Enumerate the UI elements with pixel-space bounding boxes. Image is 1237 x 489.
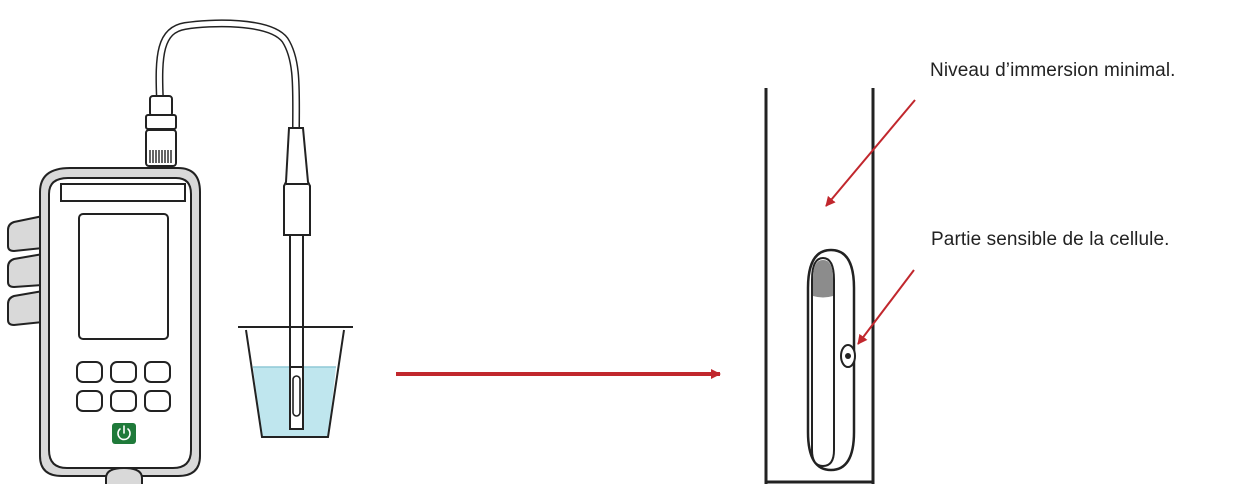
meter-label-band bbox=[60, 183, 186, 202]
sensing-pointer bbox=[857, 269, 915, 345]
zoomed-probe bbox=[764, 88, 875, 484]
beaker-outline bbox=[245, 329, 345, 438]
conductivity-probe bbox=[283, 127, 311, 430]
immersion-level-label: Niveau d’immersion minimal. bbox=[930, 60, 1176, 81]
sensitive-part-label: Partie sensible de la cellule. bbox=[931, 229, 1170, 250]
beaker bbox=[238, 326, 353, 438]
immersion-pointer bbox=[825, 99, 916, 207]
side-grip-bottom bbox=[7, 289, 44, 327]
keypad-button[interactable] bbox=[76, 390, 103, 412]
keypad-button[interactable] bbox=[144, 361, 171, 383]
power-icon bbox=[117, 425, 131, 441]
probe-handle bbox=[283, 127, 311, 236]
meter-display bbox=[78, 213, 169, 340]
electrode-tip bbox=[813, 260, 833, 298]
sensing-point bbox=[840, 344, 856, 368]
side-grip-top bbox=[7, 214, 44, 253]
side-grip-middle bbox=[7, 252, 44, 289]
electrode-bar bbox=[811, 256, 835, 468]
keypad-button[interactable] bbox=[76, 361, 103, 383]
bottom-connector bbox=[105, 466, 143, 484]
meter-device bbox=[7, 95, 201, 484]
keypad-button[interactable] bbox=[110, 361, 137, 383]
keypad-button[interactable] bbox=[110, 390, 137, 412]
keypad-button[interactable] bbox=[144, 390, 171, 412]
keypad bbox=[76, 361, 171, 412]
probe-window bbox=[292, 375, 301, 417]
cable-connector bbox=[145, 95, 177, 167]
power-button[interactable] bbox=[112, 423, 136, 444]
probe-cable bbox=[155, 19, 301, 134]
